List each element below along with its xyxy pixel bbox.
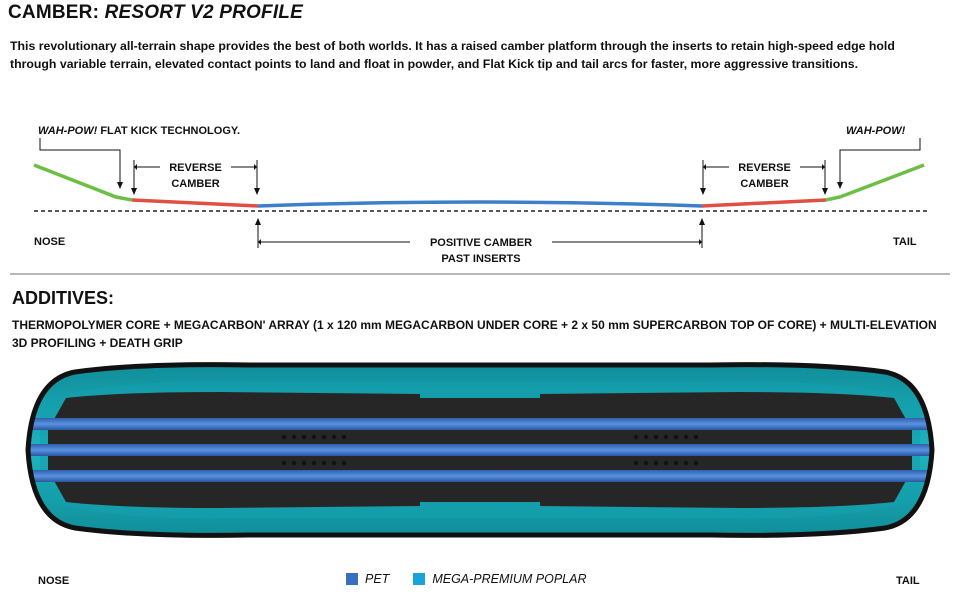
snowboard-topsheet (28, 364, 932, 536)
flat-kick-right-segment (825, 163, 925, 202)
legend-item-pet: PET (346, 572, 389, 586)
pet-stringer-bottom (28, 470, 932, 482)
wahpow-right-bracket (839, 138, 921, 182)
page-title: CAMBER: RESORT V2 PROFILE (8, 2, 303, 24)
title-emphasis: RESORT V2 PROFILE (104, 2, 303, 23)
binding-inserts-right (633, 434, 699, 466)
reverse-camber-right-segment (701, 198, 827, 208)
binding-inserts-left (281, 434, 347, 466)
section-divider (10, 273, 950, 275)
snowboard-outline (25, 362, 935, 538)
poplar-swatch (413, 573, 426, 585)
wahpow-left-label: WAH-POW! FLAT KICK TECHNOLOGY. (38, 125, 241, 137)
additives-title: ADDITIVES: (12, 288, 115, 308)
profile-nose-label: NOSE (34, 236, 66, 248)
wahpow-right-arrow (837, 182, 843, 189)
pet-stringer-top (28, 418, 932, 430)
intro-paragraph: This revolutionary all-terrain shape pro… (10, 39, 895, 71)
flat-kick-left-segment (33, 163, 133, 202)
title-prefix: CAMBER: (8, 2, 100, 23)
pet-swatch (346, 573, 358, 585)
reverse-camber-left-segment (131, 198, 259, 208)
board-nose-label: NOSE (38, 575, 70, 587)
additives-text: THERMOPOLYMER CORE + MEGACARBON' ARRAY (… (12, 318, 937, 350)
wahpow-left-bracket (39, 138, 121, 182)
pet-stringer-middle (28, 444, 932, 456)
reverse-camber-right-label: REVERSE CAMBER (738, 162, 791, 190)
legend-item-poplar: MEGA-PREMIUM POPLAR (413, 572, 587, 586)
board-tail-label: TAIL (896, 575, 920, 587)
reverse-camber-left-label: REVERSE CAMBER (169, 162, 222, 190)
wahpow-left-arrow (117, 182, 123, 189)
positive-camber-segment (257, 200, 703, 208)
wahpow-right-label: WAH-POW! (846, 125, 906, 137)
materials-legend: PET MEGA-PREMIUM POPLAR (346, 572, 587, 586)
profile-tail-label: TAIL (893, 236, 917, 248)
positive-camber-label: POSITIVE CAMBER PAST INSERTS (429, 237, 533, 265)
